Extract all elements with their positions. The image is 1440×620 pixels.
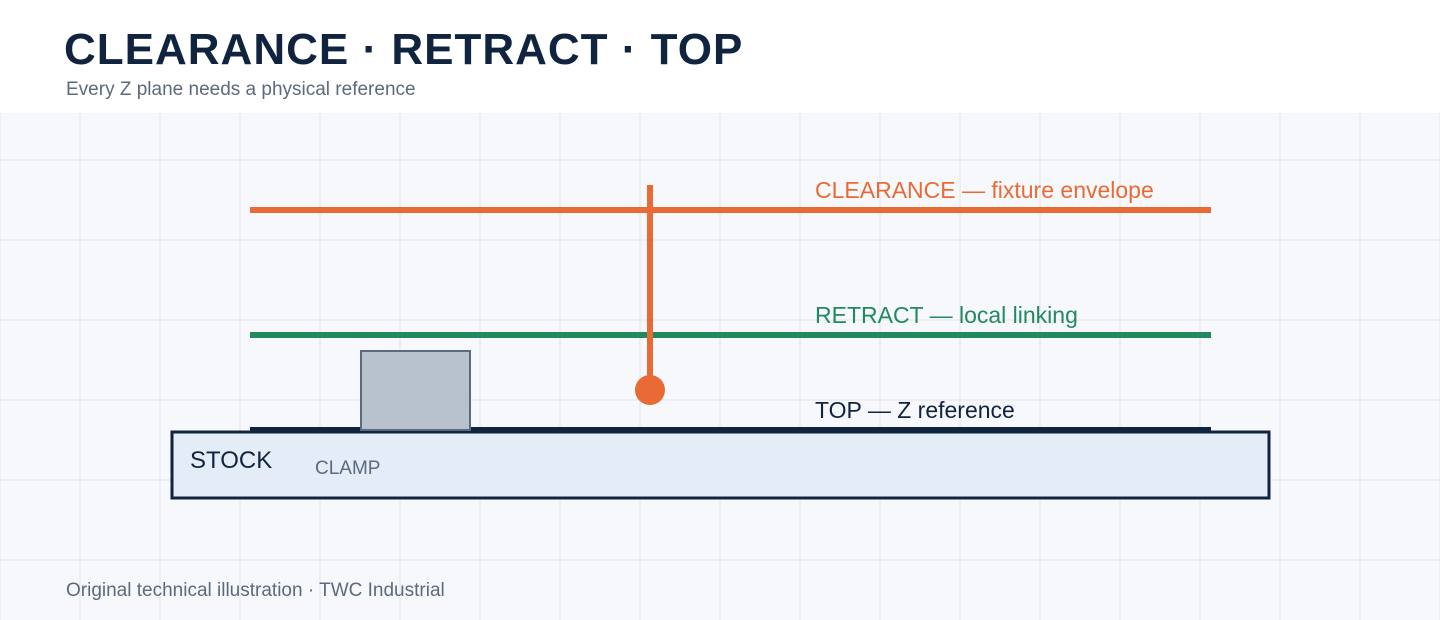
clamp-block bbox=[361, 351, 470, 430]
header: CLEARANCE · RETRACT · TOP Every Z plane … bbox=[0, 0, 1440, 113]
diagram-canvas: STOCK CLAMP TOP — Z reference RETRACT — … bbox=[0, 113, 1440, 620]
tool-tip bbox=[635, 375, 665, 405]
clamp-label: CLAMP bbox=[315, 458, 380, 479]
clearance-plane-label: CLEARANCE — fixture envelope bbox=[815, 177, 1154, 203]
footer-credit: Original technical illustration · TWC In… bbox=[66, 580, 445, 601]
page-subtitle: Every Z plane needs a physical reference bbox=[66, 79, 416, 100]
stock-block bbox=[172, 432, 1269, 498]
z-planes-diagram: STOCK CLAMP TOP — Z reference RETRACT — … bbox=[0, 113, 1440, 620]
clamp-outline bbox=[360, 350, 471, 431]
top-plane-label: TOP — Z reference bbox=[815, 397, 1015, 423]
page-title: CLEARANCE · RETRACT · TOP bbox=[64, 25, 744, 74]
stock-label: STOCK bbox=[190, 447, 272, 474]
retract-plane-label: RETRACT — local linking bbox=[815, 302, 1078, 328]
background-grid bbox=[0, 113, 1440, 620]
